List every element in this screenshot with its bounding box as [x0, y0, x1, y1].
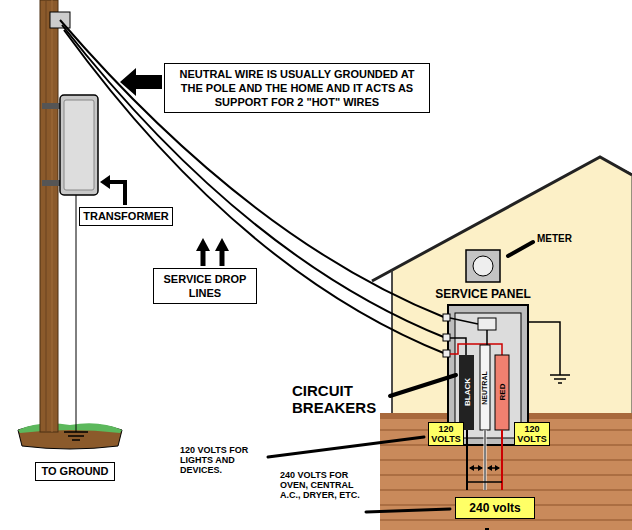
callout-box: SERVICE DROP LINES: [153, 268, 257, 304]
branch-wires-part: [467, 481, 502, 483]
leader-lines-part: [366, 509, 450, 512]
utility-pole-part: [40, 0, 58, 432]
branch-wires-part: [501, 430, 503, 490]
house-part: [372, 157, 632, 281]
callout-box: TO GROUND: [35, 462, 115, 481]
meter: [466, 242, 533, 282]
service-drop-wires-part: [64, 30, 446, 354]
callout-box: TRANSFORMER: [79, 207, 173, 226]
service-panel-part: [480, 345, 490, 430]
note-box: NEUTRAL WIRE IS USUALLY GROUNDED AT THE …: [164, 63, 430, 113]
service-panel-part: [450, 344, 502, 355]
part-label: METER: [537, 233, 597, 245]
ground-wire-part: [68, 435, 84, 437]
service-panel-part: [443, 314, 450, 321]
callout-arrows-part: [100, 175, 110, 189]
branch-wires-part: [484, 430, 487, 490]
service-panel-part: [450, 318, 478, 324]
branch-wires-part: [485, 528, 489, 530]
deck-part: [380, 459, 632, 461]
callout-arrows-part: [201, 250, 206, 266]
ground-wire-part: [72, 439, 80, 441]
callout-label: CIRCUIT BREAKERS: [292, 382, 390, 416]
ground-wire-part: [64, 431, 88, 433]
box-text: 120 VOLTS: [516, 424, 548, 444]
wire-label: RED: [498, 384, 507, 401]
box-text: SERVICE DROP LINES: [157, 272, 253, 300]
branch-wires-part: [485, 430, 486, 490]
ground-patch: [18, 423, 122, 449]
wire-label: BLACK: [462, 378, 471, 406]
service-panel-part: [550, 374, 570, 376]
ground-wire-part: [76, 195, 77, 432]
service-panel-part: [486, 330, 488, 345]
utility-pole: [40, 0, 70, 432]
service-panel-part: [495, 355, 509, 430]
callout-arrows-part: [108, 182, 125, 205]
box-text: TRANSFORMER: [82, 210, 170, 223]
branch-wires-part: [466, 430, 468, 490]
callout-label: 120 VOLTS FOR LIGHTS AND DEVICES.: [180, 445, 264, 475]
service-drop-wires-part: [60, 20, 446, 318]
leader-lines-part: [390, 375, 456, 396]
ground-wire: [64, 195, 88, 440]
box-text: TO GROUND: [38, 465, 112, 478]
box-text: NEUTRAL WIRE IS USUALLY GROUNDED AT THE …: [168, 67, 426, 109]
service-panel-part: [528, 322, 560, 375]
service-panel-part: [478, 318, 496, 330]
meter-part: [466, 250, 500, 282]
deck-part: [380, 519, 632, 521]
wire-label: NEUTRAL: [481, 371, 489, 404]
service-panel-part: [443, 334, 450, 341]
leader-lines-part: [268, 437, 424, 457]
voltage-tag: 120 VOLTS: [428, 422, 464, 446]
deck-part: [380, 489, 632, 491]
service-panel-part: [459, 355, 474, 430]
utility-pole-part: [52, 0, 53, 432]
service-panel-part: [554, 378, 566, 380]
branch-wires-part: [469, 465, 474, 471]
utility-pole-part: [46, 0, 47, 432]
box-text: 240 volts: [459, 501, 531, 515]
voltage-tag: 120 VOLTS: [514, 422, 550, 446]
deck-part: [380, 474, 632, 476]
service-drop-wires: [60, 20, 446, 354]
branch-wires-part: [487, 465, 492, 471]
box-text: 120 VOLTS: [430, 424, 462, 444]
transformer: [42, 95, 98, 195]
meter-part: [508, 242, 533, 256]
service-panel-part: [443, 350, 450, 357]
ground-patch-part: [18, 423, 122, 433]
callout-arrows-part: [215, 238, 229, 251]
service-panel-part: [455, 313, 521, 438]
callout-arrows-part: [120, 68, 162, 96]
transformer-part: [60, 95, 98, 195]
service-panel-part: [558, 382, 562, 384]
callout-arrows-part: [196, 238, 210, 251]
branch-wires-part: [495, 465, 500, 471]
service-drop-wires-part: [62, 25, 446, 338]
meter-part: [473, 256, 493, 276]
callout-arrows-part: [220, 250, 225, 266]
voltage-tag: 240 volts: [455, 497, 535, 519]
branch-wires-part: [478, 465, 483, 471]
part-label: SERVICE PANEL: [426, 287, 540, 301]
callout-label: 240 VOLTS FOR OVEN, CENTRAL A.C., DRYER,…: [280, 470, 362, 500]
transformer-part: [64, 100, 94, 190]
